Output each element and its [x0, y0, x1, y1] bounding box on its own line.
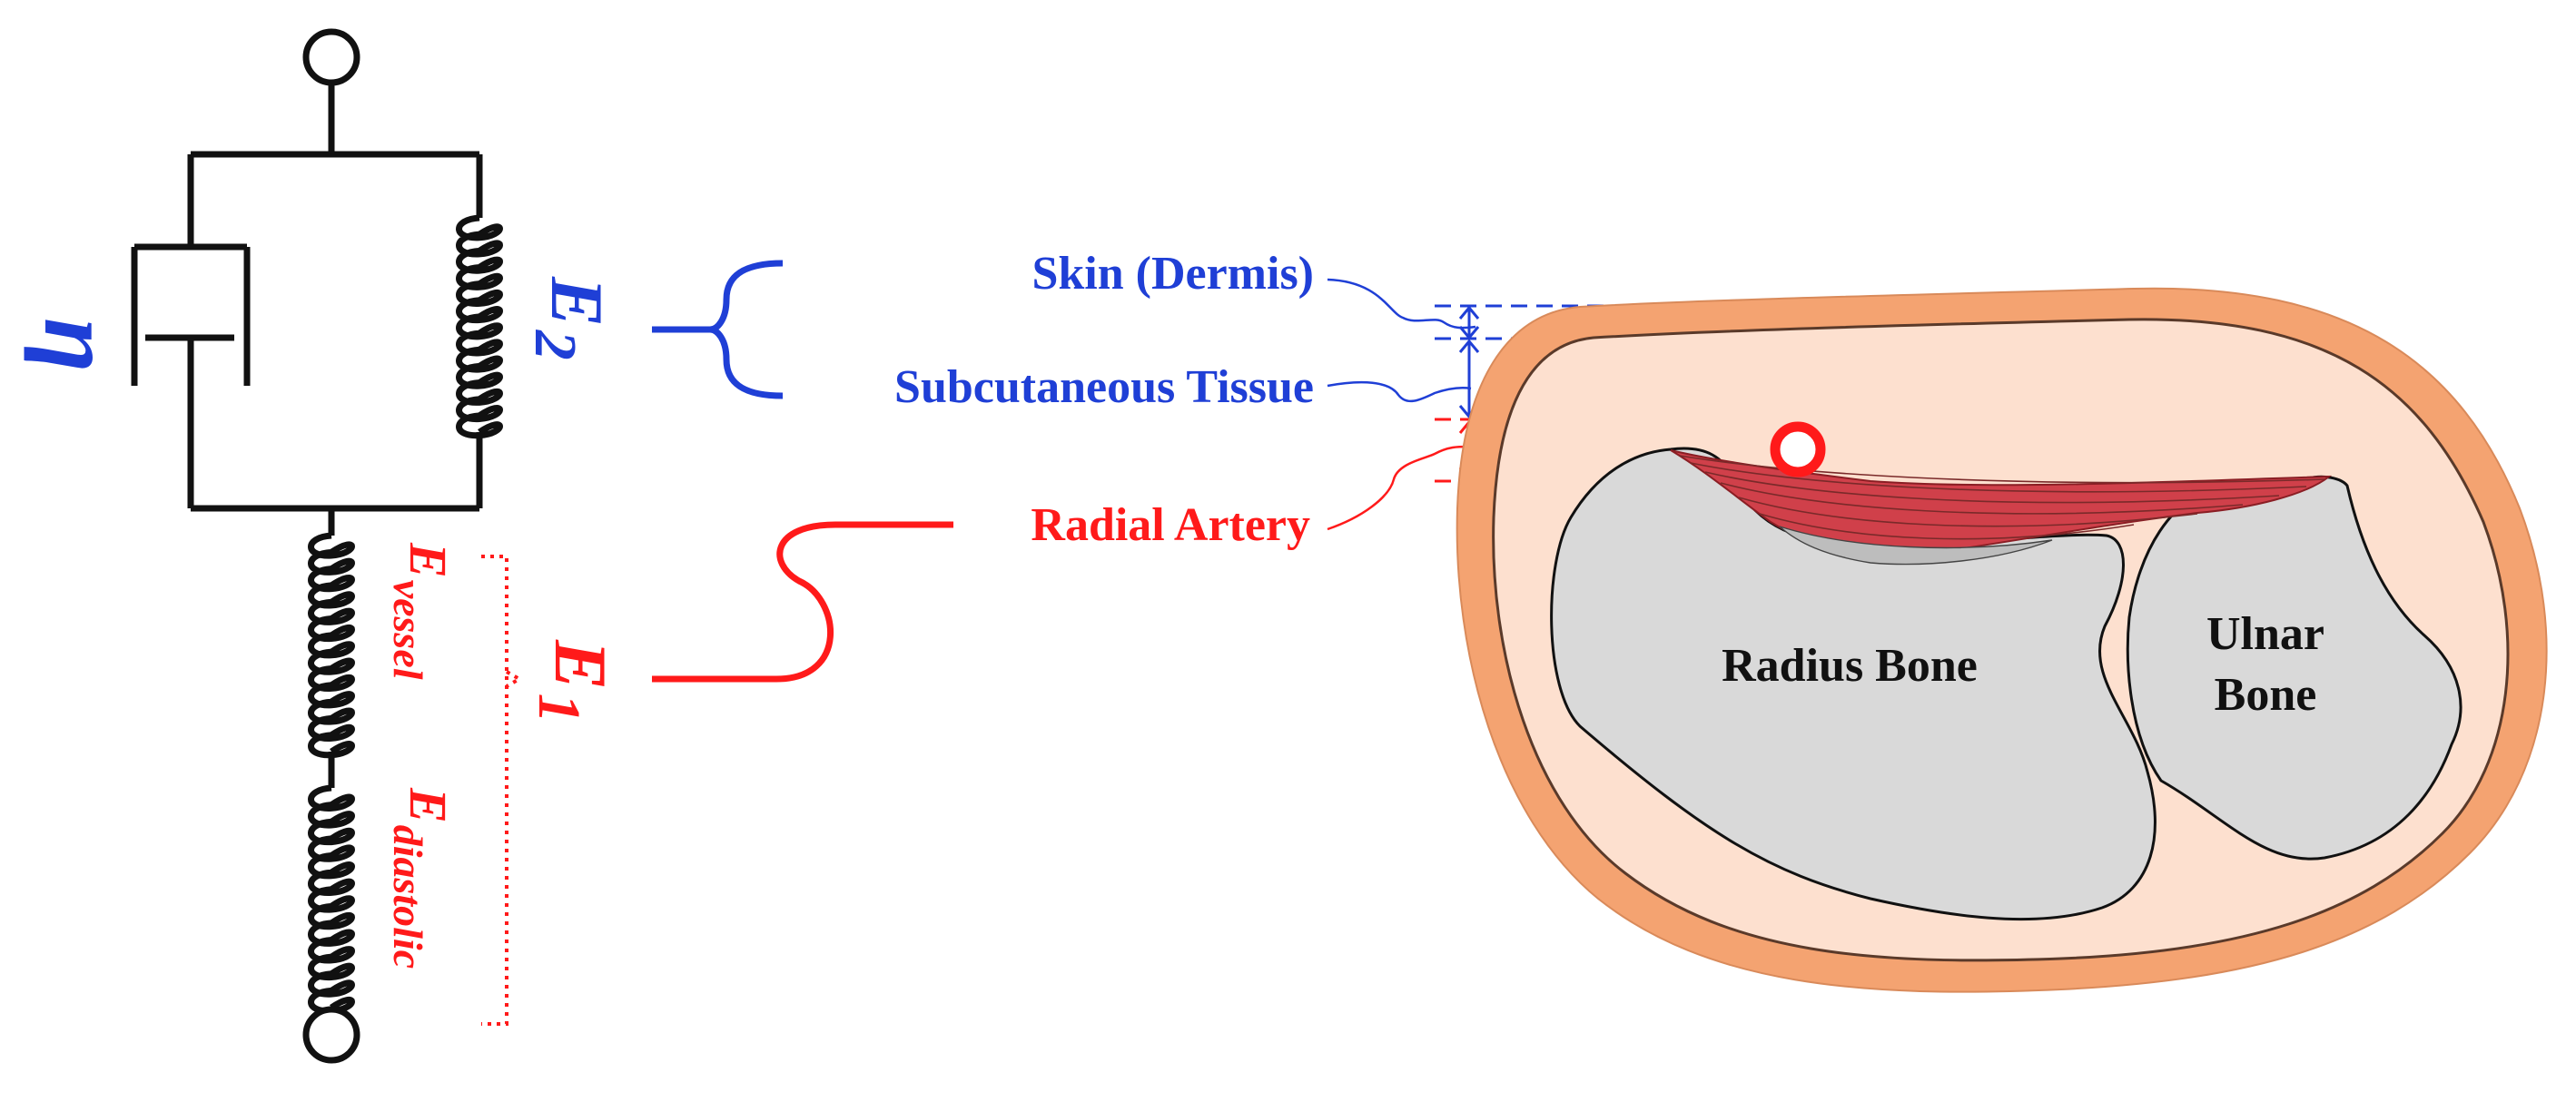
ulnar-bone: [2126, 475, 2462, 861]
e2-symbol: E2: [522, 276, 618, 360]
e-vessel-symbol: Evessel: [385, 542, 458, 680]
top-terminal: [302, 28, 360, 86]
e1-dotted-bracket: [481, 555, 524, 1026]
radial-artery-label: Radial Artery: [1031, 499, 1310, 551]
wrist-cross-section: Radius Bone Ulnar Bone: [1456, 287, 2548, 993]
radial-artery-leader: [1327, 445, 1470, 531]
svg-text:E2: E2: [522, 276, 618, 360]
subcutaneous-label: Subcutaneous Tissue: [894, 361, 1314, 413]
subcutaneous-leader: [1327, 380, 1472, 403]
spring-e-diastolic: [308, 784, 355, 1015]
svg-text:E1: E1: [526, 639, 622, 723]
radius-bone-label: Radius Bone: [1722, 640, 1978, 692]
spring-e2: [456, 214, 503, 439]
skin-label: Skin (Dermis): [1031, 248, 1314, 300]
artery-lower-layers: [1779, 526, 2053, 566]
bottom-terminal: [302, 1006, 360, 1064]
eta-symbol: η: [24, 318, 134, 372]
skin-leader: [1327, 278, 1476, 330]
spring-e-vessel: [308, 532, 355, 759]
artery-striations: [1679, 455, 2325, 540]
svg-text:Ediastolic: Ediastolic: [385, 787, 458, 969]
ulnar-bone-label-line1: Ulnar: [2206, 608, 2324, 660]
dashpot: [131, 243, 251, 386]
mechanical-model: [131, 28, 503, 1064]
e-diastolic-symbol: Ediastolic: [385, 787, 458, 969]
ulnar-bone-label-line2: Bone: [2215, 669, 2317, 721]
e2-brace: [652, 260, 784, 399]
e1-connector-line: [652, 521, 953, 683]
radial-artery-marker: [1770, 421, 1826, 477]
e1-symbol: E1: [526, 639, 622, 723]
svg-text:Evessel: Evessel: [385, 542, 458, 680]
